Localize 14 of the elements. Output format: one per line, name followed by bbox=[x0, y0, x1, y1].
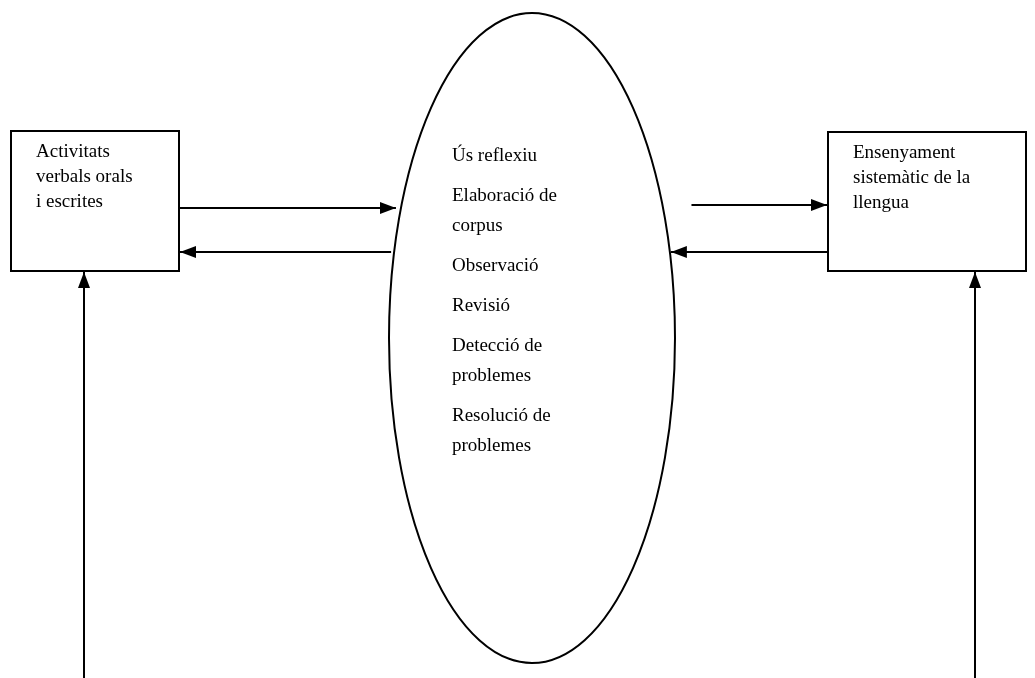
list-item-text: Ús reflexiu bbox=[452, 144, 537, 165]
arrow bbox=[690, 199, 828, 211]
arrow bbox=[78, 271, 90, 678]
list-item-text: Elaboració de corpus bbox=[452, 184, 557, 235]
list-item-text: Detecció de problemes bbox=[452, 334, 543, 385]
list-item-text: Revisió bbox=[452, 294, 511, 315]
arrow bbox=[179, 246, 393, 258]
arrow bbox=[179, 202, 397, 214]
arrow bbox=[669, 246, 828, 258]
list-item-text: Resolució de problemes bbox=[452, 404, 551, 455]
process-box: Ensenyament sistemàtic de la llengua bbox=[827, 131, 1027, 272]
process-box: Activitats verbals orals i escrites bbox=[10, 130, 180, 272]
list-item-text: Observació bbox=[452, 254, 539, 275]
arrow bbox=[969, 271, 981, 678]
